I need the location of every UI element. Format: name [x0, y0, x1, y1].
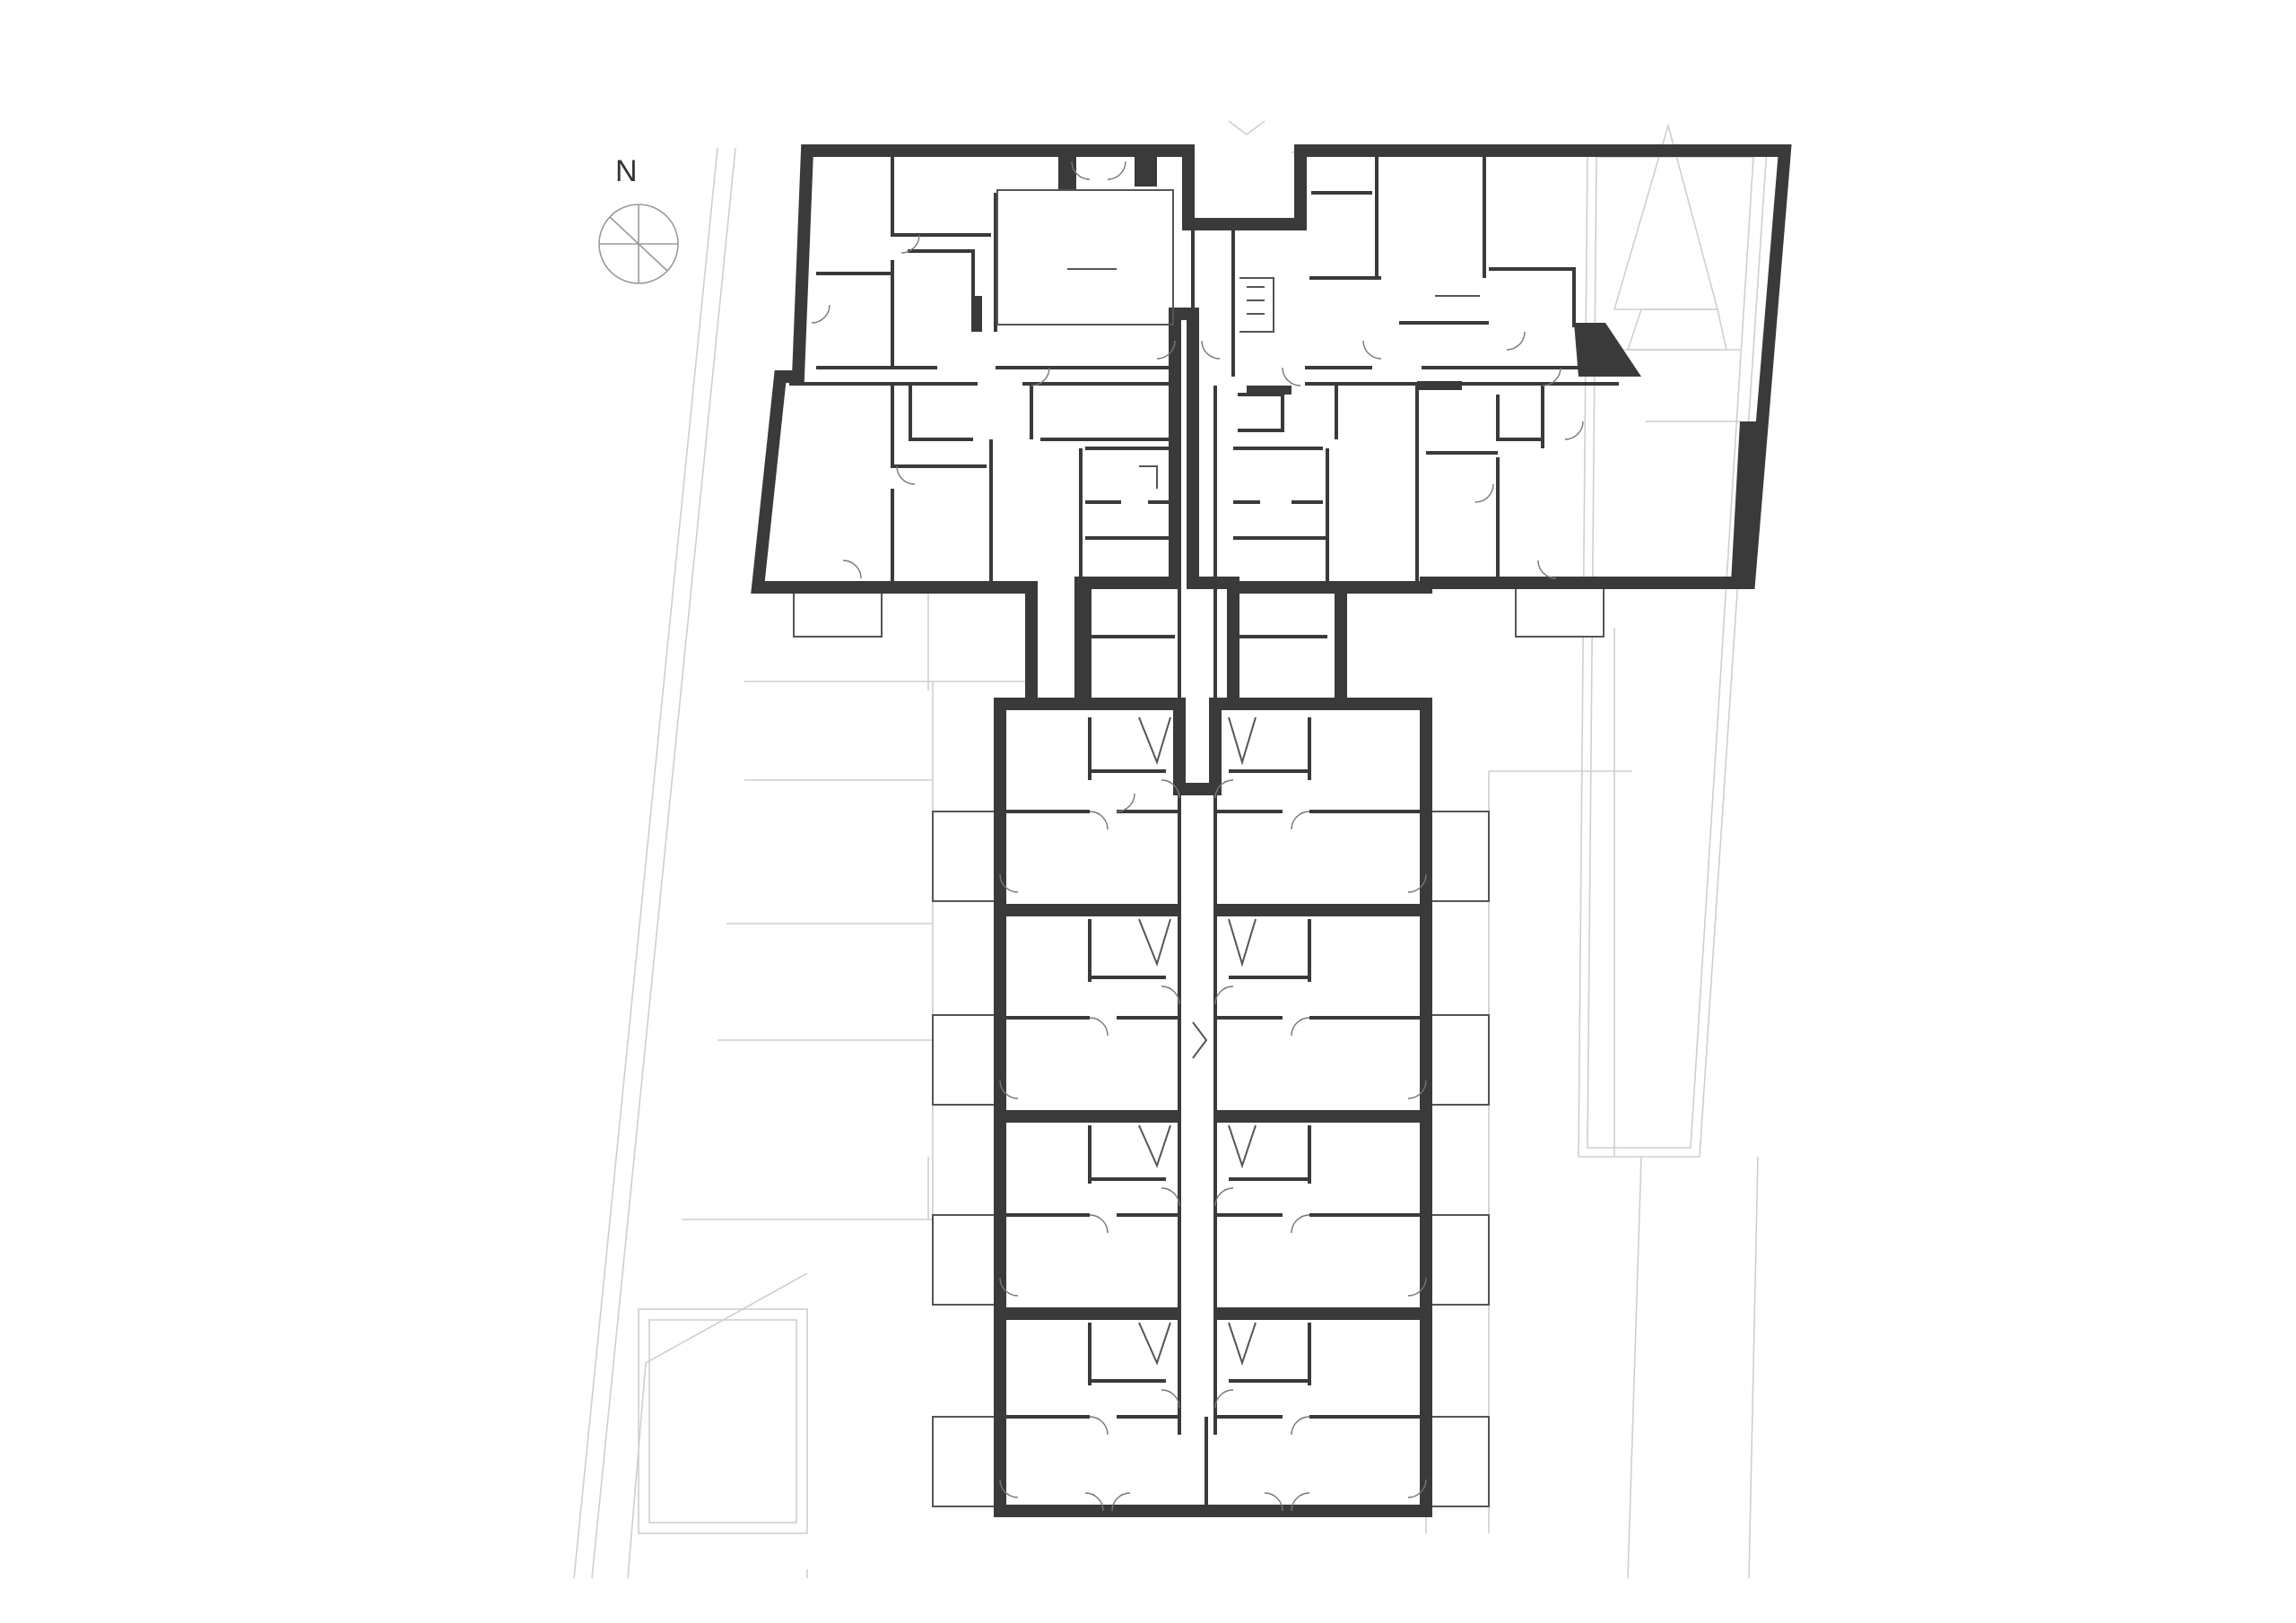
north-label: N — [615, 154, 638, 188]
north-compass-icon: N — [598, 154, 679, 284]
north-wing — [751, 144, 1792, 710]
unit-interiors-right — [1214, 716, 1427, 1498]
balconies — [793, 584, 1605, 1507]
south-wing — [994, 386, 1432, 1517]
unit-interiors-left — [999, 716, 1180, 1498]
